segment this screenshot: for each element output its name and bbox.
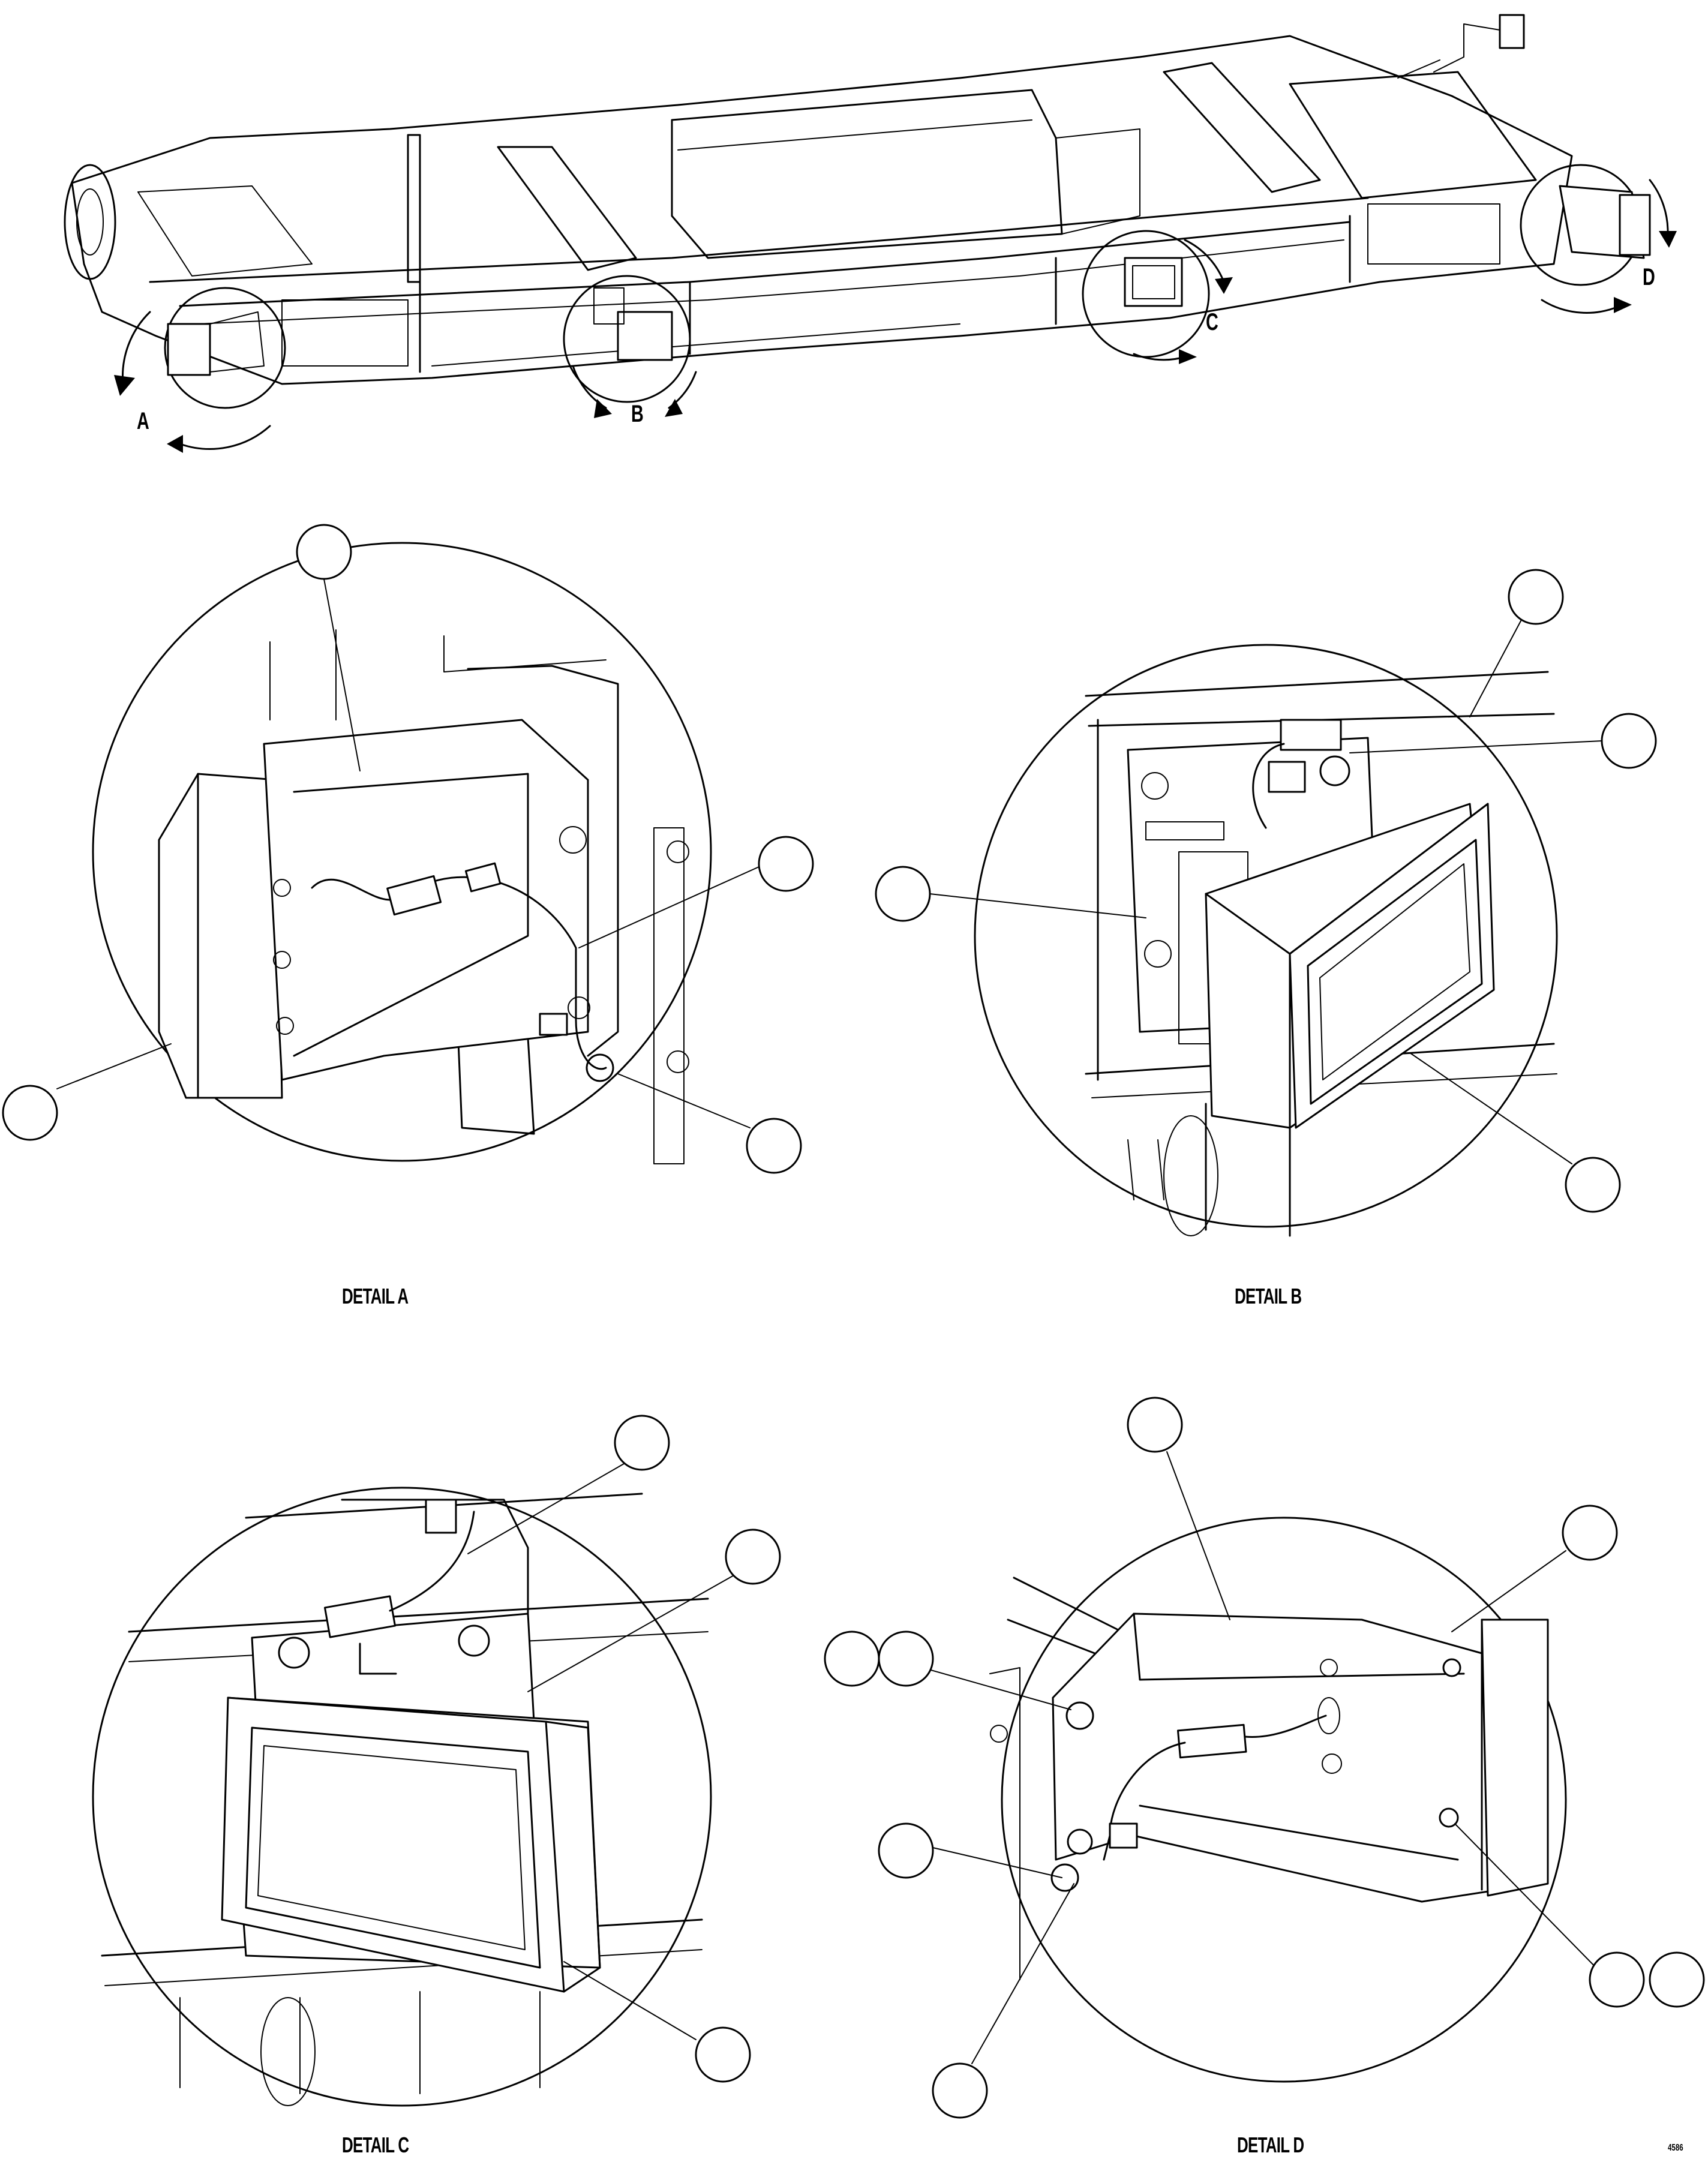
callout-bubble-icon: [878, 1630, 934, 1687]
callout-bubble-icon: [1565, 1157, 1621, 1213]
callout-bubble-icon: [746, 1118, 802, 1174]
callout-bubble-icon: [695, 2026, 751, 2083]
detail-a-title: DETAIL A: [342, 1284, 409, 1308]
detail-a-view: [56, 542, 760, 1164]
callout-bubble-icon: [296, 524, 352, 580]
detail-b-title: DETAIL B: [1235, 1284, 1302, 1308]
callout-bubbles: [2, 524, 1705, 2119]
callout-bubble-icon: [1127, 1397, 1183, 1453]
detail-c-title: DETAIL C: [342, 2133, 409, 2157]
callout-bubble-icon: [1601, 713, 1657, 769]
overview-assembly: [64, 14, 1677, 453]
callout-bubble-icon: [932, 2062, 988, 2119]
view-letter-c: C: [1206, 309, 1218, 335]
callout-bubble-icon: [1562, 1505, 1618, 1561]
callout-bubble-icon: [1508, 569, 1564, 625]
callout-bubble-icon: [2, 1085, 58, 1141]
view-letter-d: D: [1643, 264, 1655, 290]
callout-bubble-icon: [614, 1415, 670, 1471]
callout-bubble-icon: [1589, 1951, 1645, 2008]
figure-number: 4586: [1668, 2143, 1683, 2153]
callout-bubble-icon: [824, 1630, 880, 1687]
detail-d-title: DETAIL D: [1237, 2133, 1304, 2157]
detail-c-view: [92, 1463, 736, 2107]
detail-b-view: [929, 620, 1602, 1237]
callout-bubble-icon: [758, 836, 814, 892]
callout-bubble-icon: [725, 1529, 781, 1585]
callout-bubble-icon: [1649, 1951, 1705, 2008]
view-letter-a: A: [137, 408, 149, 434]
callout-bubble-icon: [878, 1822, 934, 1879]
view-letter-b: B: [631, 401, 644, 427]
detail-d-view: [911, 1451, 1608, 2083]
callout-bubble-icon: [875, 866, 931, 922]
